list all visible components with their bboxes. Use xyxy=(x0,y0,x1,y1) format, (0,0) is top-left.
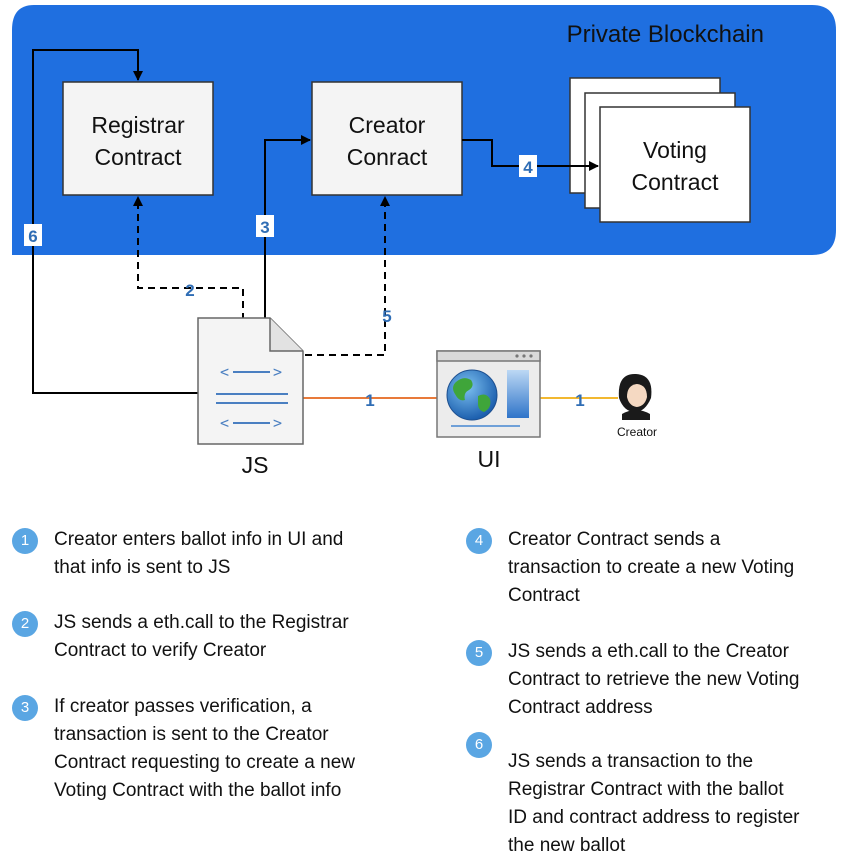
edge-5-line xyxy=(305,196,390,356)
step-number-badge: 6 xyxy=(466,732,492,758)
svg-text:>: > xyxy=(273,414,282,432)
step-line: Creator Contract sends a xyxy=(508,529,721,550)
step-number-badge: 1 xyxy=(12,528,38,554)
voting-label-line1: Voting xyxy=(643,137,707,163)
js-file-icon: < > < > xyxy=(197,317,304,445)
blockchain-title: Private Blockchain xyxy=(567,21,764,48)
edge-6-line xyxy=(32,49,198,394)
architecture-diagram: Private Blockchain Registrar Contract Cr… xyxy=(12,5,836,478)
svg-text:<: < xyxy=(220,363,229,381)
edge-4-label: 4 xyxy=(523,158,533,177)
step-description: If creator passes verification, a transac… xyxy=(54,693,355,805)
svg-text:<: < xyxy=(220,414,229,432)
step-1: 1 Creator enters ballot info in UI and tha… xyxy=(12,526,343,582)
user-avatar-icon xyxy=(618,373,652,420)
step-line: Contract to retrieve the new Voting xyxy=(508,669,800,690)
edge-3-label: 3 xyxy=(260,218,269,237)
step-line: Voting Contract with the ballot info xyxy=(54,780,342,801)
step-line: transaction to create a new Voting xyxy=(508,557,795,578)
registrar-label-line2: Contract xyxy=(95,144,183,170)
step-line: Creator enters ballot info in UI and xyxy=(54,529,344,550)
step-3: 3 If creator passes verification, a transa… xyxy=(12,693,355,805)
step-4: 4 Creator Contract sends a transaction to … xyxy=(466,526,794,610)
step-number-badge: 3 xyxy=(12,695,38,721)
creator-label-line2: Conract xyxy=(347,144,428,170)
step-number-badge: 2 xyxy=(12,611,38,637)
registrar-contract-node: Registrar Contract xyxy=(62,81,214,196)
step-line: Contract xyxy=(508,585,580,606)
globe-icon xyxy=(446,369,498,421)
edge-6-label: 6 xyxy=(28,227,37,246)
ui-label: UI xyxy=(478,446,501,472)
step-line: JS sends a eth.call to the Registrar xyxy=(54,612,349,633)
ui-window-icon xyxy=(436,350,541,438)
step-line: JS sends a eth.call to the Creator xyxy=(508,641,789,662)
js-label: JS xyxy=(242,452,269,478)
step-description: Creator Contract sends a transaction to c… xyxy=(508,526,794,610)
edge-3-line xyxy=(264,135,311,320)
step-description: Creator enters ballot info in UI and that… xyxy=(54,526,343,582)
step-line: that info is sent to JS xyxy=(54,557,231,578)
step-line: the new ballot xyxy=(508,835,626,856)
step-line: Registrar Contract with the ballot xyxy=(508,779,784,800)
edge-1b-label: 1 xyxy=(575,391,584,410)
registrar-label-line1: Registrar xyxy=(91,112,185,138)
edge-2-line xyxy=(133,196,244,320)
user-label: Creator xyxy=(617,425,657,439)
step-line: If creator passes verification, a xyxy=(54,696,312,717)
edge-5-label: 5 xyxy=(382,307,391,326)
step-line: Contract to verify Creator xyxy=(54,640,267,661)
svg-text:>: > xyxy=(273,363,282,381)
step-line: transaction is sent to the Creator xyxy=(54,724,329,745)
step-line: JS sends a transaction to the xyxy=(508,751,754,772)
edge-4-line xyxy=(462,139,599,171)
step-number-badge: 5 xyxy=(466,640,492,666)
step-line: Contract address xyxy=(508,697,653,718)
voting-contract-node: Voting Contract xyxy=(569,77,751,223)
voting-label-line2: Contract xyxy=(632,169,720,195)
creator-contract-node: Creator Conract xyxy=(311,81,463,196)
edge-1a-label: 1 xyxy=(365,391,374,410)
step-number-badge: 4 xyxy=(466,528,492,554)
creator-label-line1: Creator xyxy=(349,112,426,138)
edge-2-label: 2 xyxy=(185,281,194,300)
step-line: ID and contract address to register xyxy=(508,807,800,828)
step-line: Contract requesting to create a new xyxy=(54,752,356,773)
